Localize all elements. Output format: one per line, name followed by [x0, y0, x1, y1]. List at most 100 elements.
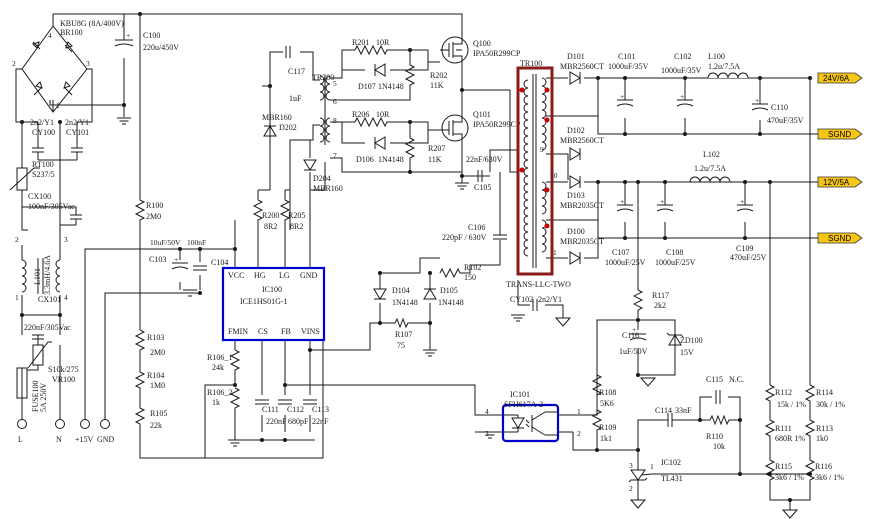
r102-value: 150	[464, 273, 476, 282]
cy101-value: 2n2/Y1	[65, 118, 89, 127]
l101-pin4: 4	[64, 293, 68, 302]
c102-ref: C102	[674, 52, 691, 61]
c104-ref: C104	[211, 258, 228, 267]
l101-pin1: 1	[15, 293, 19, 302]
ic100-part: ICE1HS01G-1	[240, 297, 288, 306]
terminal-l: L	[18, 435, 23, 444]
l100-inductor	[707, 72, 749, 79]
r111-ref: R111	[775, 424, 792, 433]
c100-capacitor: +	[114, 31, 134, 47]
r112-resistor	[764, 384, 776, 405]
r100-ref: R100	[146, 201, 163, 210]
r205-resistor	[279, 199, 291, 230]
c103-ref: C103	[149, 255, 166, 264]
wiring	[15, 13, 818, 510]
d202-part: MBR160	[262, 113, 292, 122]
r104-resistor	[134, 371, 146, 392]
r205-value: 8R2	[290, 222, 303, 231]
r113-resistor	[804, 419, 816, 440]
c114-ref: C114	[655, 406, 672, 415]
svg-text:+: +	[660, 197, 664, 206]
ic102-pin3: 3	[629, 461, 633, 470]
l100-value: 1.2u/7.5A	[708, 62, 740, 71]
tr100-pin9: 9	[540, 145, 544, 154]
d103-ref: D103	[567, 191, 585, 200]
c100-ref: C100	[143, 31, 160, 40]
r116-resistor	[804, 459, 816, 485]
ic100-controller	[221, 266, 326, 342]
l101-ref: L101	[33, 268, 42, 285]
cy102-ref: CY102	[510, 295, 533, 304]
d204-ref: D204	[313, 174, 331, 183]
r107-resistor	[394, 317, 410, 329]
c107-ref: C107	[612, 248, 629, 257]
c114-capacitor	[667, 413, 673, 427]
svg-text:+: +	[632, 325, 636, 334]
d106-value: 1N4148	[378, 155, 404, 164]
cy100-value: 2n2/Y1	[30, 118, 54, 127]
svg-text:+: +	[740, 197, 744, 206]
ic100-ref: IC100	[262, 285, 282, 294]
c110-ref: C110	[771, 103, 788, 112]
zd100-ref: ZD100	[680, 336, 703, 345]
zd100-zener	[666, 330, 684, 355]
l102-ref: L102	[703, 150, 720, 159]
ic100-pin-vins: VINS	[301, 327, 320, 336]
c101-ref: C101	[618, 52, 635, 61]
ic102-tl431	[628, 462, 653, 488]
vr100-ref: VR100	[52, 375, 75, 384]
r109-value: 1k1	[600, 434, 612, 443]
output-12v-tag	[817, 176, 863, 188]
sgnd-symbol	[555, 317, 571, 327]
r116-value: 3k6 / 1%	[815, 473, 844, 482]
d107-diode	[374, 63, 386, 77]
ground-symbol	[116, 117, 132, 125]
l100-ref: L100	[708, 52, 725, 61]
cy101-capacitor	[60, 147, 83, 161]
d102-value: MBR2560CT	[560, 136, 604, 145]
c107-capacitor: +	[616, 197, 634, 212]
q101-mosfet	[440, 108, 469, 150]
d101-value: MBR2560CT	[560, 62, 604, 71]
br100-pin4: 4	[48, 31, 52, 40]
d102-ref: D102	[567, 126, 585, 135]
c111-value: 220nF	[266, 417, 287, 426]
svg-text:+: +	[620, 92, 624, 101]
output-sgnd1-tag	[817, 128, 863, 140]
c103-capacitor: +	[171, 255, 189, 270]
c107-value: 1000uF/25V	[605, 258, 646, 267]
c114-value: 33nF	[675, 406, 692, 415]
d204-value: MBR160	[313, 184, 343, 193]
c101-capacitor: +	[616, 92, 634, 107]
l101-choke	[21, 258, 61, 294]
tr100-name: TRANS-LLC-TWO	[506, 280, 571, 289]
r114-resistor	[804, 384, 816, 405]
c115-ref: C115	[706, 375, 723, 384]
c117-capacitor	[285, 46, 291, 58]
fuse100-ref: FUSE100	[31, 380, 40, 412]
r107-value: 75	[397, 341, 405, 350]
sgnd-symbol	[630, 499, 646, 509]
c113-ref: C113	[312, 405, 329, 414]
ic101-pin4: 4	[485, 407, 489, 416]
r102-resistor	[439, 267, 461, 279]
c115-capacitor	[715, 390, 721, 404]
r111-value: 680R 1%	[775, 434, 805, 443]
r104-value: 1M0	[150, 381, 165, 390]
svg-text:+: +	[620, 197, 624, 206]
r207-resistor	[404, 137, 416, 159]
cx100-ref: CX100	[28, 192, 51, 201]
q100-mosfet	[440, 36, 469, 80]
vr100-varistor	[27, 341, 52, 369]
r104-ref: R104	[147, 371, 164, 380]
cy102-capacitor	[532, 299, 538, 311]
r108-ref: R108	[599, 388, 616, 397]
l101-pin2: 2	[15, 235, 19, 244]
r105-ref: R105	[150, 409, 167, 418]
br100-ref: KBU8G (8A/400V)	[60, 19, 124, 28]
cy101-ref: CY101	[66, 128, 89, 137]
output-sgnd2-tag	[817, 232, 863, 244]
svg-text:+: +	[174, 255, 178, 264]
d202-diode	[263, 120, 277, 150]
